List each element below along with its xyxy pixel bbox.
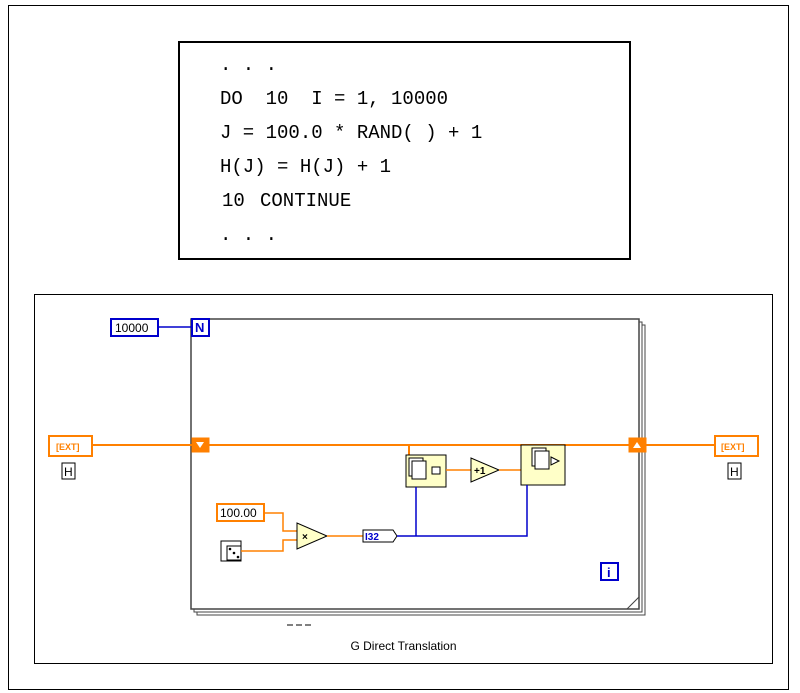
block-diagram: 10000 N [EXT] H [EXT] H +1 bbox=[48, 318, 759, 626]
code-statement-label: 10 bbox=[222, 190, 245, 212]
multiply-function[interactable] bbox=[296, 522, 329, 550]
multiplier-constant-value: 100.00 bbox=[220, 506, 257, 520]
code-line: J = 100.0 * RAND( ) + 1 bbox=[220, 122, 483, 144]
count-constant-value: 10000 bbox=[115, 321, 149, 335]
iteration-terminal[interactable] bbox=[600, 562, 619, 581]
multiplier-wire bbox=[264, 512, 297, 532]
code-line: . . . bbox=[220, 224, 278, 246]
index-wire-to-replace bbox=[397, 485, 528, 537]
input-array-name: H bbox=[64, 465, 73, 479]
code-line: H(J) = H(J) + 1 bbox=[220, 156, 392, 178]
index-array-icon-layer bbox=[411, 460, 427, 480]
replace-arrow-icon bbox=[550, 456, 561, 466]
index-array-element-icon bbox=[431, 466, 441, 475]
output-array-terminal[interactable] bbox=[714, 435, 759, 457]
count-terminal[interactable] bbox=[191, 318, 210, 337]
increment-label: +1 bbox=[474, 466, 486, 477]
output-array-label-box bbox=[727, 462, 742, 480]
count-terminal-label: N bbox=[195, 320, 204, 335]
input-array-type: [EXT] bbox=[56, 442, 80, 452]
to-i32-function[interactable] bbox=[362, 529, 398, 543]
loop-corner-fold bbox=[626, 596, 640, 610]
shift-register-up-arrow-icon bbox=[633, 442, 641, 448]
output-array-name: H bbox=[730, 465, 739, 479]
shift-register-down-arrow-icon bbox=[196, 442, 204, 448]
to-i32-label: I32 bbox=[365, 532, 379, 543]
input-array-label-box bbox=[61, 462, 76, 480]
dice-pip bbox=[236, 555, 240, 559]
increment-function[interactable] bbox=[470, 457, 501, 483]
input-array-terminal[interactable] bbox=[48, 435, 93, 457]
multiply-label: × bbox=[302, 532, 308, 543]
figure-caption: G Direct Translation bbox=[350, 639, 457, 653]
code-line: CONTINUE bbox=[260, 190, 352, 212]
output-array-type: [EXT] bbox=[721, 442, 745, 452]
block-diagram-panel: 10000 N [EXT] H [EXT] H +1 bbox=[34, 294, 773, 664]
code-line: DO 10 I = 1, 10000 bbox=[220, 88, 449, 110]
random-wire bbox=[241, 539, 297, 552]
dice-pip bbox=[232, 551, 236, 555]
fortran-code-box: . . . DO 10 I = 1, 10000 J = 100.0 * RAN… bbox=[178, 41, 631, 260]
code-line: . . . bbox=[220, 54, 278, 76]
iteration-terminal-label: i bbox=[607, 565, 611, 580]
dice-pip bbox=[228, 547, 232, 551]
replace-array-icon-layer bbox=[534, 450, 550, 470]
